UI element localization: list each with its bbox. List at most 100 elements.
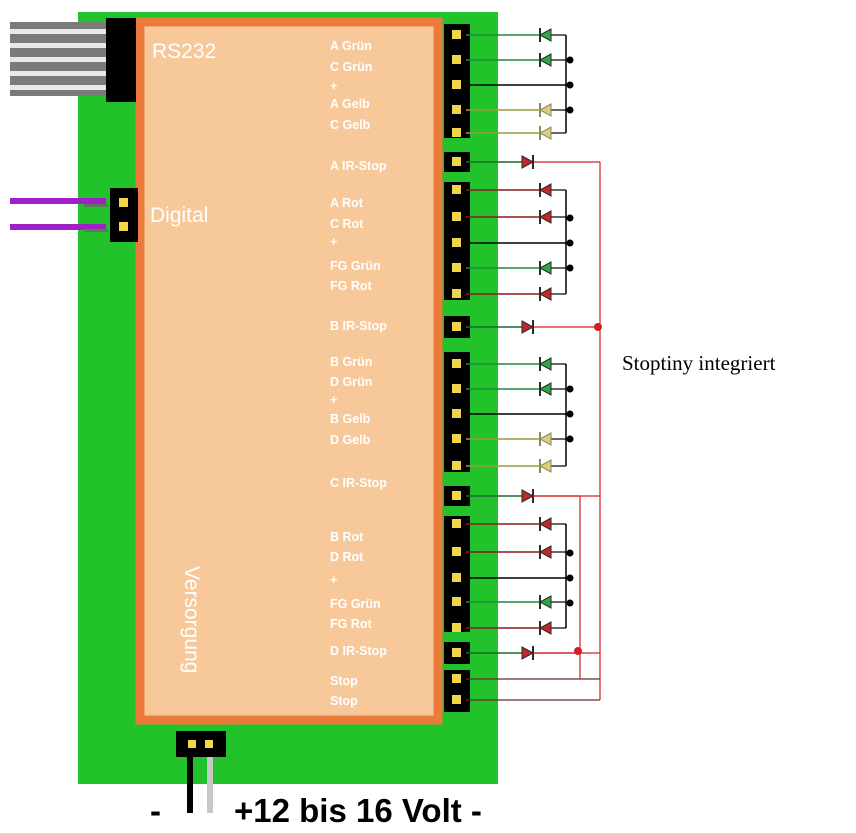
led-triangle (538, 621, 552, 635)
junction-dot (566, 239, 574, 247)
pin (452, 263, 461, 272)
junction-dot (566, 81, 574, 89)
led-triangle (538, 103, 552, 117)
led-triangle (521, 646, 535, 660)
pin (452, 322, 461, 331)
controller-body (135, 17, 443, 725)
led-triangle (538, 28, 552, 42)
pin (452, 384, 461, 393)
connector-label: B Rot (330, 530, 364, 544)
pin (452, 289, 461, 298)
led-triangle (521, 155, 535, 169)
junction-dot (566, 574, 574, 582)
led-triangle (521, 489, 535, 503)
junction-dot (566, 56, 574, 64)
connector-label: + (330, 235, 337, 249)
pin (452, 359, 461, 368)
connector-label: D Gelb (330, 433, 371, 447)
connector-label: Stop (330, 694, 358, 708)
led-triangle (538, 183, 552, 197)
led-triangle (538, 53, 552, 67)
pin (452, 648, 461, 657)
pin (452, 55, 461, 64)
output-wires (466, 34, 602, 701)
junction-dot (566, 264, 574, 272)
pin (452, 185, 461, 194)
led-triangle (538, 595, 552, 609)
pin (452, 238, 461, 247)
connector-label: + (330, 79, 337, 93)
pin (452, 434, 461, 443)
connector-label: D Rot (330, 550, 364, 564)
connector-label: D IR-Stop (330, 644, 387, 658)
rs232-label: RS232 (152, 40, 216, 63)
junction-dot (566, 599, 574, 607)
connector-label: FG Grün (330, 259, 381, 273)
power-pin (188, 740, 196, 748)
pin (452, 519, 461, 528)
connector-label: C Grün (330, 60, 372, 74)
connector-label: + (330, 393, 337, 407)
connector-label: FG Rot (330, 617, 372, 631)
pin (452, 409, 461, 418)
junction-dot (566, 435, 574, 443)
pin (452, 547, 461, 556)
digital-wires (10, 198, 108, 232)
pin (452, 597, 461, 606)
output-leds (521, 28, 552, 660)
connector-label: FG Grün (330, 597, 381, 611)
junction-dot (566, 549, 574, 557)
stoptiny-annotation: Stoptiny integriert (622, 351, 776, 375)
junction-dot (594, 323, 602, 331)
connector-label: D Grün (330, 375, 372, 389)
led-triangle (538, 459, 552, 473)
connector-strips (444, 24, 470, 712)
led-triangle (538, 357, 552, 371)
digital-pin (119, 198, 128, 207)
power-pin (205, 740, 213, 748)
power-minus-left: - (150, 792, 161, 829)
digital-connector (110, 188, 138, 242)
supply-label: Versorgung (180, 566, 203, 673)
pin (452, 128, 461, 137)
connector-label: FG Rot (330, 279, 372, 293)
led-triangle (538, 261, 552, 275)
connector-label: B Grün (330, 355, 372, 369)
pin (452, 30, 461, 39)
pin (452, 695, 461, 704)
rs232-connector (106, 18, 136, 102)
pin (452, 461, 461, 470)
power-wire-positive (207, 757, 213, 813)
junction-dot (566, 106, 574, 114)
led-triangle (538, 382, 552, 396)
led-triangle (538, 517, 552, 531)
connector-label: B IR-Stop (330, 319, 387, 333)
connector-label: C IR-Stop (330, 476, 387, 490)
junction-dot (566, 410, 574, 418)
connector-label: Stop (330, 674, 358, 688)
led-triangle (538, 126, 552, 140)
connector-label: A Grün (330, 39, 372, 53)
pin (452, 573, 461, 582)
connector-label: + (330, 573, 337, 587)
pin (452, 105, 461, 114)
led-triangle (538, 210, 552, 224)
pin (452, 157, 461, 166)
power-connector (176, 731, 226, 757)
connector-label: C Rot (330, 217, 364, 231)
pin (452, 491, 461, 500)
connector-label: A IR-Stop (330, 159, 387, 173)
led-triangle (538, 545, 552, 559)
pin (452, 623, 461, 632)
junction-dot (574, 647, 582, 655)
digital-pin (119, 222, 128, 231)
connector-label: C Gelb (330, 118, 371, 132)
power-wire-negative (187, 757, 193, 813)
power-label: +12 bis 16 Volt - (234, 792, 482, 829)
pin (452, 674, 461, 683)
junction-dot (566, 214, 574, 222)
led-triangle (521, 320, 535, 334)
led-triangle (538, 432, 552, 446)
